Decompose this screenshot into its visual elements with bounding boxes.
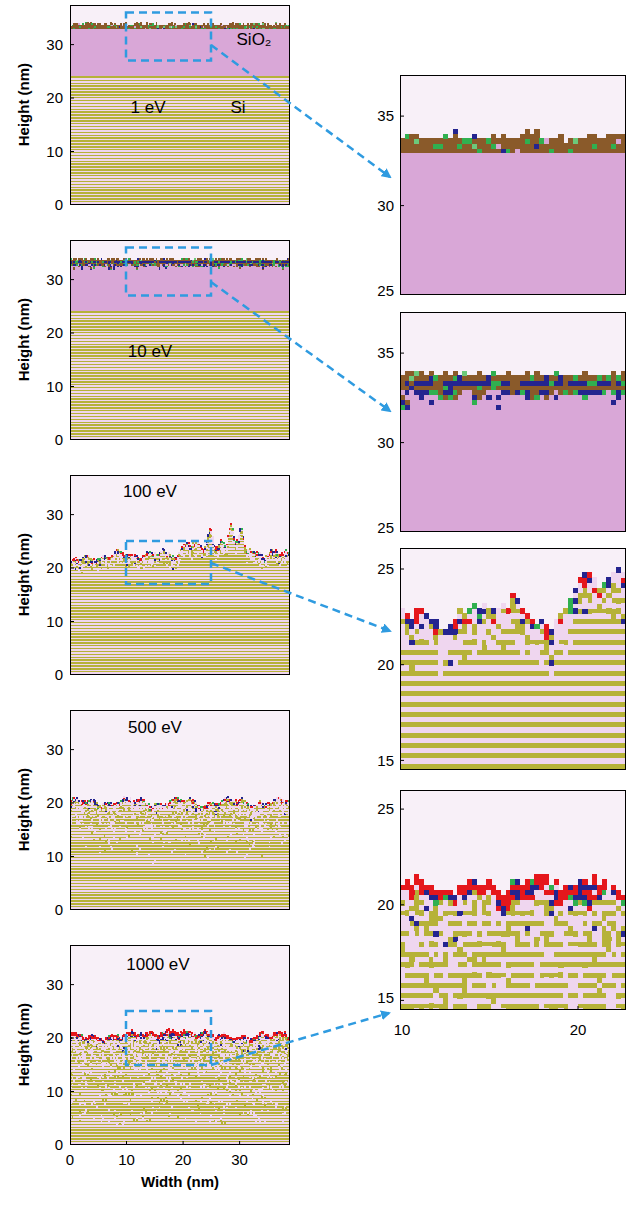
atom-cell xyxy=(264,23,266,25)
atom-cell xyxy=(120,562,122,564)
vacuum xyxy=(70,475,290,675)
atom-cell xyxy=(114,561,116,563)
atom-cells xyxy=(70,258,290,270)
atom-cell xyxy=(93,558,95,560)
sim-content xyxy=(70,475,290,675)
atom-cell xyxy=(140,22,142,24)
sim-panel xyxy=(70,240,292,440)
atom-cell xyxy=(102,562,104,564)
atom-cells xyxy=(70,523,290,574)
atom-cell xyxy=(88,555,90,557)
atom-cell xyxy=(75,557,77,559)
atom-cells xyxy=(70,22,290,30)
atom-cell xyxy=(113,564,115,566)
atom-cell xyxy=(81,572,83,574)
atom-cell xyxy=(146,22,148,24)
atom-cell xyxy=(128,565,130,567)
vacuum xyxy=(70,240,290,440)
atom-cell xyxy=(113,558,115,560)
atom-cell xyxy=(93,558,95,560)
panel-frame xyxy=(71,241,290,440)
sim-content xyxy=(70,5,290,205)
oxide-layer xyxy=(70,29,290,77)
panel-frame xyxy=(71,6,290,205)
sim-content xyxy=(70,240,290,440)
oxide-layer xyxy=(70,264,290,312)
atom-cell xyxy=(110,565,112,567)
atom-cell xyxy=(125,22,127,24)
sim-panel xyxy=(70,475,292,675)
atom-cell xyxy=(122,552,124,554)
atom-cell xyxy=(91,571,93,573)
atom-cell xyxy=(122,552,124,554)
silicon-stripes xyxy=(70,76,290,205)
atom-cell xyxy=(75,557,77,559)
atom-cell xyxy=(117,561,119,563)
atom-cell xyxy=(73,562,75,564)
atom-cell xyxy=(101,567,103,569)
atom-cell xyxy=(91,568,93,570)
atom-cell xyxy=(156,22,158,24)
sim-panel xyxy=(70,5,292,205)
simulation-panels xyxy=(70,5,626,1145)
atom-cell xyxy=(171,22,173,24)
atom-cell xyxy=(99,571,101,573)
vacuum xyxy=(70,5,290,205)
silicon-stripes xyxy=(70,311,290,440)
vacuum-columns xyxy=(70,475,290,561)
silicon-row xyxy=(70,311,290,313)
atom-cell xyxy=(232,22,234,24)
atom-cell xyxy=(275,22,277,24)
atom-cell xyxy=(189,23,191,25)
